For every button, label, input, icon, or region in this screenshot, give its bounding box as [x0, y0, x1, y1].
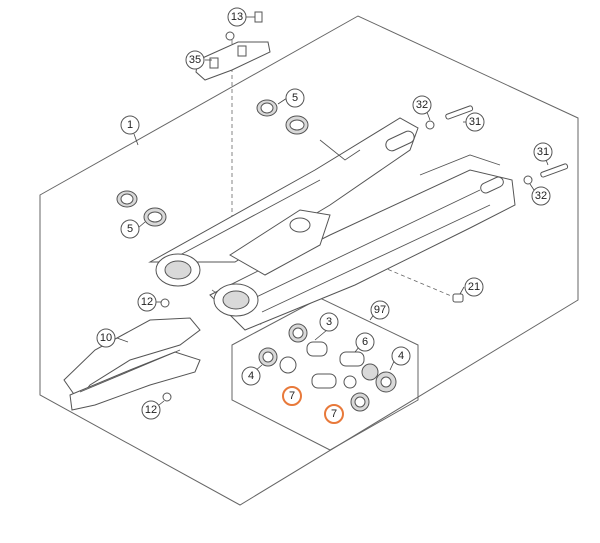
- callout-label-5-left: 5: [127, 223, 133, 235]
- swingarm: [148, 117, 516, 331]
- callout-32-right: 32: [531, 186, 551, 206]
- callout-label-7-left: 7: [289, 390, 295, 402]
- callout-12-bottom: 12: [141, 400, 161, 420]
- callout-31-right: 31: [533, 142, 553, 162]
- callout-7-right: 7: [324, 404, 344, 424]
- bushing-5-left: [116, 190, 167, 227]
- callout-label-1: 1: [127, 119, 133, 131]
- callout-6: 6: [355, 332, 375, 352]
- callout-label-35: 35: [189, 54, 201, 66]
- assembly-outline: [39, 15, 579, 506]
- callout-4-right: 4: [391, 346, 411, 366]
- callout-label-3: 3: [326, 316, 332, 328]
- callout-label-21: 21: [468, 281, 480, 293]
- callout-12-top: 12: [137, 292, 157, 312]
- callout-13: 13: [227, 7, 247, 27]
- callout-label-6: 6: [362, 336, 368, 348]
- callout-label-31-right: 31: [537, 146, 549, 158]
- callout-10: 10: [96, 328, 116, 348]
- callout-7-left: 7: [282, 386, 302, 406]
- callout-label-7-right: 7: [331, 408, 337, 420]
- screw-13: [225, 11, 263, 41]
- callout-97: 97: [370, 300, 390, 320]
- callout-label-13: 13: [231, 11, 243, 23]
- bushing-5-top: [256, 99, 309, 135]
- callout-label-10: 10: [100, 332, 112, 344]
- chain-slider-bracket: [195, 41, 271, 81]
- callout-35: 35: [185, 50, 205, 70]
- callout-label-4-right: 4: [398, 350, 404, 362]
- callout-3: 3: [319, 312, 339, 332]
- screw-12-top: [160, 298, 170, 308]
- callout-label-12-top: 12: [141, 296, 153, 308]
- callout-4-left: 4: [241, 366, 261, 386]
- callout-label-4-left: 4: [248, 370, 254, 382]
- screw-12-bottom: [162, 392, 172, 402]
- callout-label-5-top: 5: [292, 92, 298, 104]
- callout-21: 21: [464, 277, 484, 297]
- bolt-21: [452, 293, 464, 303]
- callout-1: 1: [120, 115, 140, 135]
- adjuster-top: [425, 105, 474, 130]
- callout-5-top: 5: [285, 88, 305, 108]
- callout-label-12-bottom: 12: [145, 404, 157, 416]
- callout-label-32-right: 32: [535, 190, 547, 202]
- kit-97-parts: [258, 323, 397, 412]
- adjuster-right: [523, 163, 569, 185]
- callout-32-top: 32: [412, 95, 432, 115]
- callout-label-32-top: 32: [416, 99, 428, 111]
- callout-label-31-top: 31: [469, 116, 481, 128]
- callout-5-left: 5: [120, 219, 140, 239]
- chain-guide: [63, 317, 201, 411]
- callout-label-97: 97: [374, 304, 386, 316]
- callout-31-top: 31: [465, 112, 485, 132]
